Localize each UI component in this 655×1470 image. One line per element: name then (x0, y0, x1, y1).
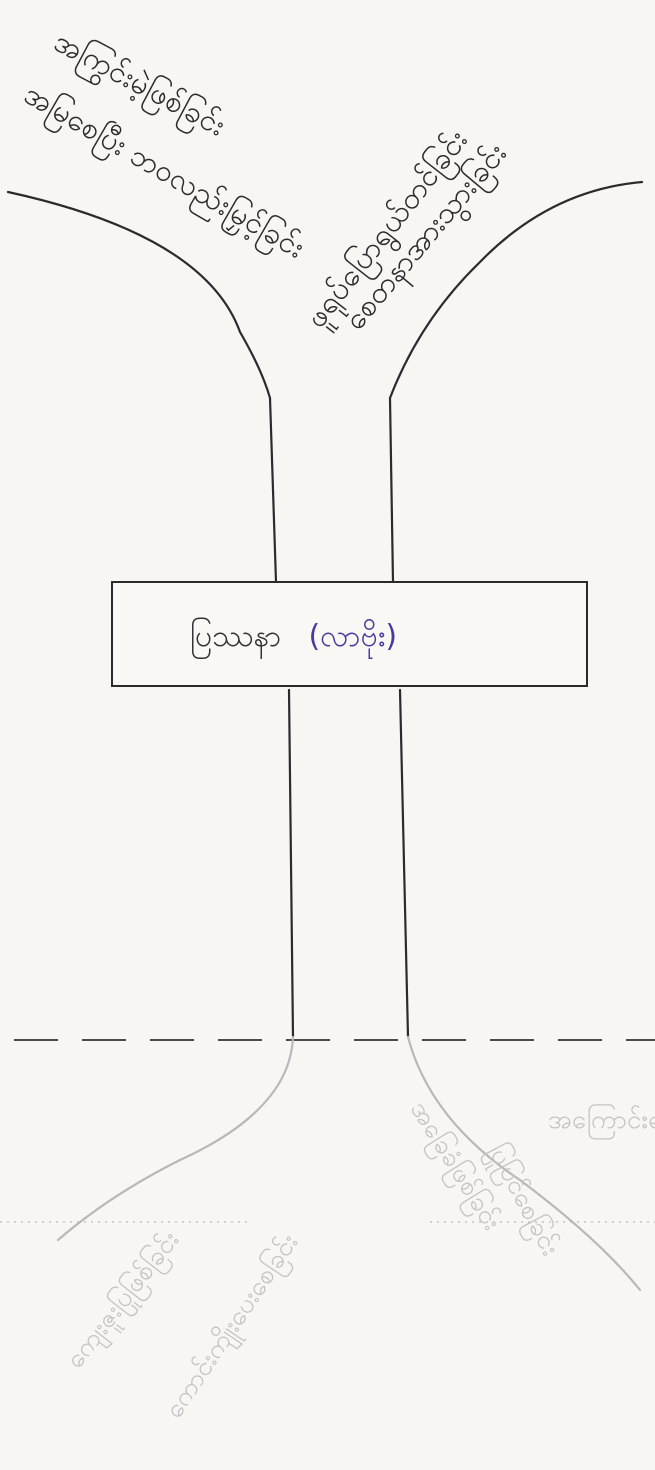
left-root-outline (58, 1037, 293, 1240)
trunk-left-edge (270, 398, 276, 582)
root-text-1: ကျေးဇူးပြုဖြစ်ခြင်း (58, 1224, 190, 1378)
problem-label-main: ပြဿနာ (190, 617, 281, 660)
trunk-left-edge-lower (289, 690, 293, 1037)
root-text-5: အကြောင်းရင်း (548, 1102, 655, 1140)
problem-label-paren: (လာဗိုး) (308, 619, 397, 660)
trunk-right-edge (390, 398, 393, 582)
root-text-2: ကောင်းကျိုးပေးစေခြင်း (156, 1227, 308, 1427)
trunk-right-edge-lower (400, 690, 408, 1037)
